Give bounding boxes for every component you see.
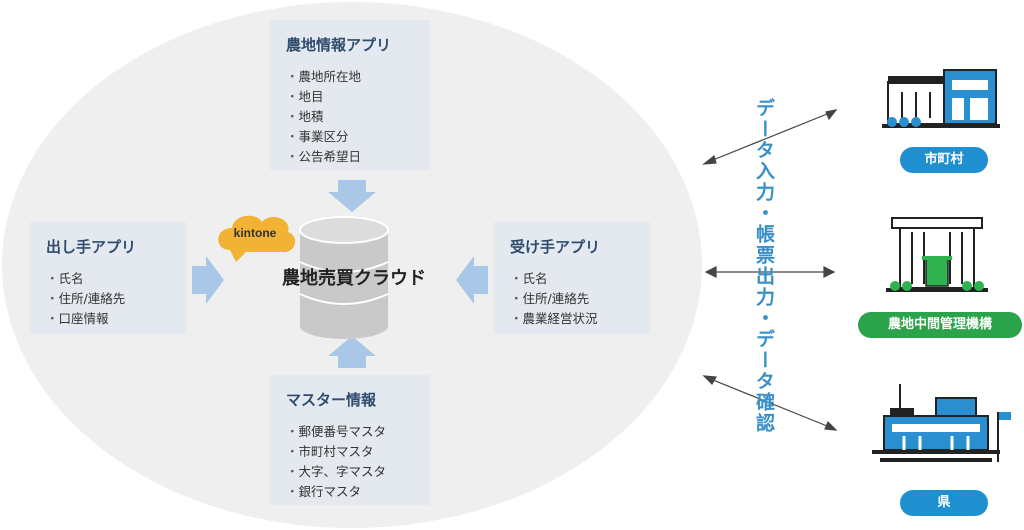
agency-building-icon: [886, 217, 988, 292]
list-item: 住所/連絡先: [510, 289, 634, 309]
panel-master-info: マスター情報 郵便番号マスタ 市町村マスタ 大字、字マスタ 銀行マスタ: [270, 375, 430, 505]
kintone-cloud-icon: [218, 215, 296, 262]
list-item: 氏名: [46, 269, 170, 289]
list-item: 口座情報: [46, 309, 170, 329]
list-item: 大字、字マスタ: [286, 462, 414, 482]
cloud-title: 農地売買クラウド: [282, 268, 426, 289]
panel-title: 受け手アプリ: [510, 238, 601, 256]
list-item: 地目: [286, 87, 414, 107]
arrow-down-icon: [328, 180, 376, 212]
arrow-up-icon: [328, 336, 376, 368]
list-item: 銀行マスタ: [286, 482, 414, 502]
list-item: 農業経営状況: [510, 309, 634, 329]
kintone-label: kintone: [233, 226, 277, 240]
entity-badge-prefecture: 県: [900, 490, 988, 516]
entity-badge-agency: 農地中間管理機構: [858, 312, 1022, 338]
panel-seller-app: 出し手アプリ 氏名 住所/連絡先 口座情報: [30, 222, 186, 334]
panel-farmland-info-app: 農地情報アプリ 農地所在地 地目 地積 事業区分 公告希望日: [270, 20, 430, 170]
arrow-left-icon: [456, 256, 488, 304]
arrow-right-icon: [192, 256, 224, 304]
list-item: 地積: [286, 107, 414, 127]
prefecture-building-icon: [872, 384, 1011, 462]
list-item: 市町村マスタ: [286, 442, 414, 462]
list-item: 氏名: [510, 269, 634, 289]
list-item: 公告希望日: [286, 147, 414, 167]
panel-title: 出し手アプリ: [46, 238, 137, 256]
entity-badge-municipality: 市町村: [900, 147, 988, 173]
list-item: 事業区分: [286, 127, 414, 147]
panel-title: 農地情報アプリ: [286, 36, 392, 54]
exchange-label: データ入力・帳票出力・データ確認: [753, 98, 775, 434]
panel-title: マスター情報: [286, 391, 377, 409]
database-icon: [299, 216, 389, 339]
panel-buyer-app: 受け手アプリ 氏名 住所/連絡先 農業経営状況: [494, 222, 650, 334]
list-item: 住所/連絡先: [46, 289, 170, 309]
list-item: 農地所在地: [286, 67, 414, 87]
city-hall-building-icon: [882, 69, 1000, 128]
list-item: 郵便番号マスタ: [286, 422, 414, 442]
